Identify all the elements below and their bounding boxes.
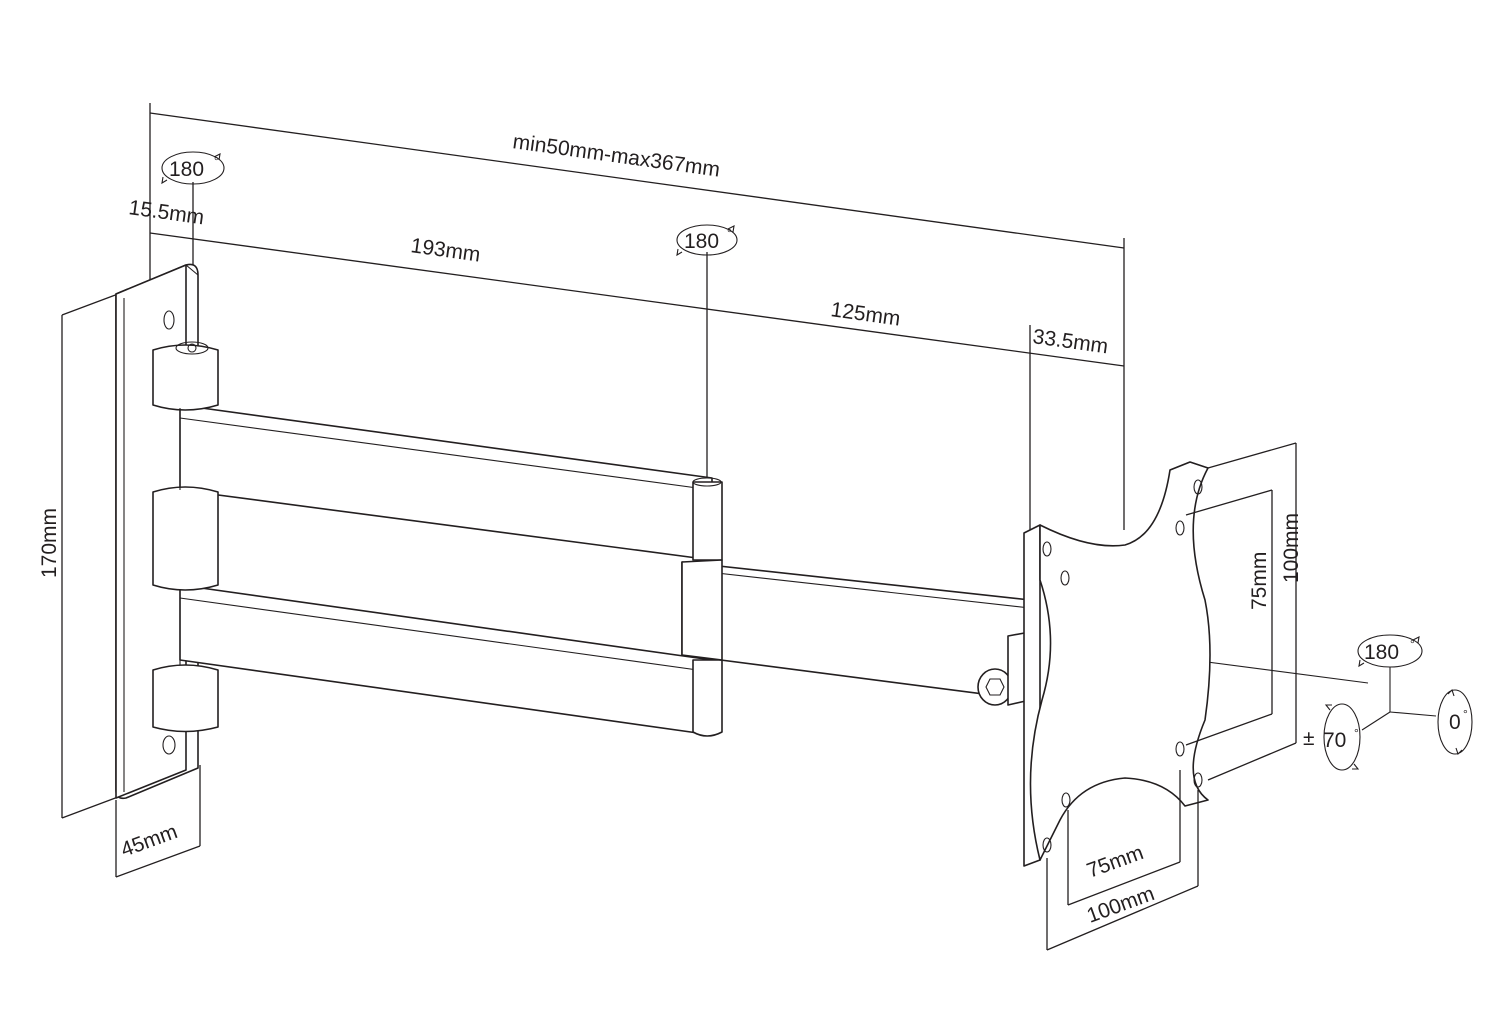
head-swivel-rotation: 180 ° (1357, 634, 1423, 668)
wall-plate-hole-top (163, 310, 175, 330)
wall-plate-height-label: 170mm (38, 508, 61, 578)
tilt-angle: 70 (1323, 729, 1346, 752)
wall-pivot-rotation: 180 ° (161, 151, 225, 185)
arm2-length-label: 125mm (829, 298, 902, 330)
vesa-h-large-label: 100mm (1084, 882, 1158, 928)
degree-symbol: ° (214, 154, 219, 168)
plate-offset-label: 33.5mm (1031, 325, 1109, 358)
degree-symbol: ° (1354, 726, 1359, 740)
arm1-length-label: 193mm (409, 234, 482, 266)
wall-plate-hole-bottom (162, 735, 176, 755)
rotate-angle: 0 (1449, 711, 1461, 734)
degree-symbol: ° (1410, 637, 1415, 651)
wall-plate-width-label: 45mm (118, 820, 181, 862)
overall-reach-label: min50mm-max367mm (511, 130, 721, 181)
wall-offset-label: 15.5mm (127, 196, 205, 229)
wall-pivot-angle: 180 (169, 158, 204, 181)
tilt-prefix: ± (1303, 727, 1315, 750)
mount-arms (152, 341, 1031, 737)
vesa-h-small-label: 75mm (1084, 841, 1147, 883)
vesa-v-small-label: 75mm (1248, 552, 1271, 610)
elbow-pivot-rotation: 180 ° (676, 224, 738, 257)
degree-symbol: ° (727, 226, 732, 240)
vesa-v-large-label: 100mm (1280, 513, 1303, 583)
elbow-pivot-angle: 180 (684, 230, 719, 253)
tilt-rotate-axes: ± 70 ° 0 ° (1145, 653, 1473, 771)
degree-symbol: ° (1463, 707, 1468, 721)
head-swivel-angle: 180 (1364, 641, 1399, 664)
vesa-plate (1023, 461, 1211, 867)
